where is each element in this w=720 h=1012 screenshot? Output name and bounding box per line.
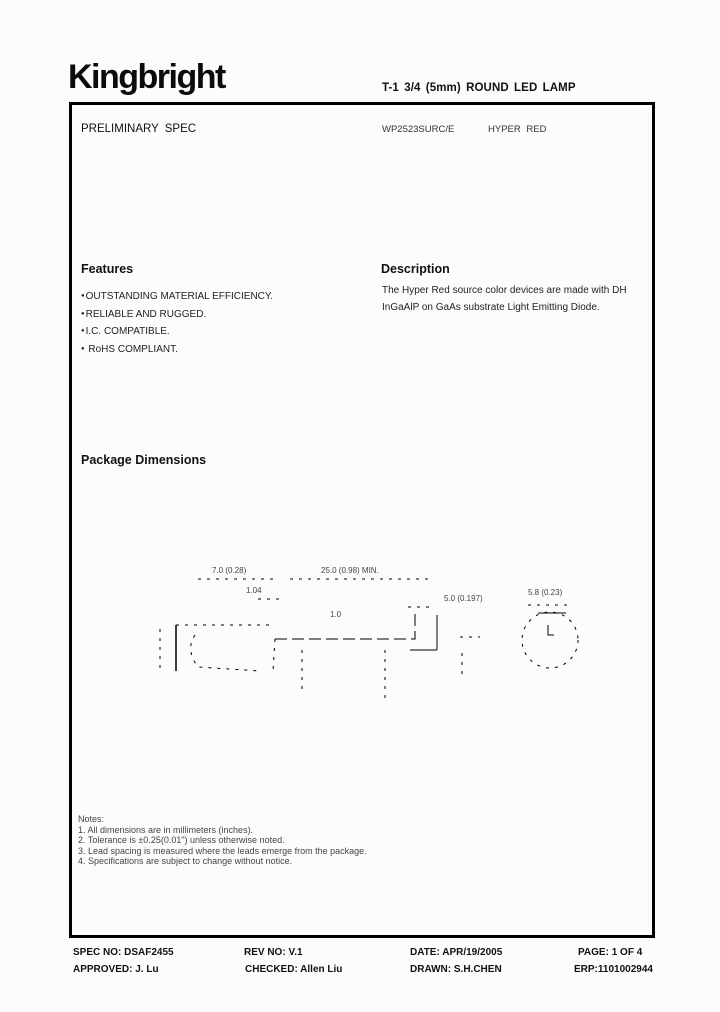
package-dimensions-drawing: 7.0 (0.28) 25.0 (0.98) MIN. 1.04 5.0 (0.…: [159, 566, 579, 700]
footer-drawn: DRAWN: S.H.CHEN: [410, 964, 502, 975]
features-list: OUTSTANDING MATERIAL EFFICIENCY. RELIABL…: [81, 289, 273, 359]
svg-text:5.8 (0.23): 5.8 (0.23): [528, 588, 563, 597]
feature-item: OUTSTANDING MATERIAL EFFICIENCY.: [81, 289, 273, 307]
svg-text:1.0: 1.0: [330, 610, 342, 619]
footer-erp: ERP:1101002944: [574, 964, 653, 975]
footer-approved: APPROVED: J. Lu: [73, 964, 159, 975]
svg-text:25.0 (0.98) MIN.: 25.0 (0.98) MIN.: [321, 566, 379, 575]
brand-logo: Kingbright: [68, 58, 226, 96]
part-number: WP2523SURC/E: [382, 124, 455, 135]
footer-page: PAGE: 1 OF 4: [578, 947, 643, 958]
feature-item: RELIABLE AND RUGGED.: [81, 307, 273, 325]
spec-status: PRELIMINARY SPEC: [81, 123, 197, 135]
notes-heading: Notes:: [78, 814, 105, 824]
emitting-color: HYPER RED: [488, 124, 547, 135]
spec-frame: [69, 102, 655, 938]
features-heading: Features: [81, 262, 134, 276]
svg-text:5.0 (0.197): 5.0 (0.197): [444, 594, 483, 603]
note-item: 3. Lead spacing is measured where the le…: [78, 845, 367, 856]
package-dimensions-heading: Package Dimensions: [81, 453, 207, 467]
description-text: The Hyper Red source color devices are m…: [382, 285, 627, 313]
note-item: 4. Specifications are subject to change …: [78, 856, 293, 866]
note-item: 1. All dimensions are in millimeters (in…: [78, 824, 254, 835]
svg-text:1.04: 1.04: [246, 586, 262, 595]
dim-label: 7.0 (0.28): [212, 566, 247, 575]
notes-block: Notes: 1. All dimensions are in millimet…: [78, 814, 367, 867]
feature-item: I.C. COMPATIBLE.: [81, 324, 273, 342]
footer-rev-no: REV NO: V.1: [244, 947, 303, 958]
note-item: 2. Tolerance is ±0.25(0.01") unless othe…: [78, 835, 285, 845]
footer-checked: CHECKED: Allen Liu: [245, 964, 343, 975]
feature-item: RoHS COMPLIANT.: [81, 342, 273, 360]
description-heading: Description: [381, 262, 450, 276]
footer-date: DATE: APR/19/2005: [410, 947, 503, 958]
footer-spec-no: SPEC NO: DSAF2455: [73, 947, 174, 958]
document-title: T-1 3/4 (5mm) ROUND LED LAMP: [382, 82, 576, 94]
